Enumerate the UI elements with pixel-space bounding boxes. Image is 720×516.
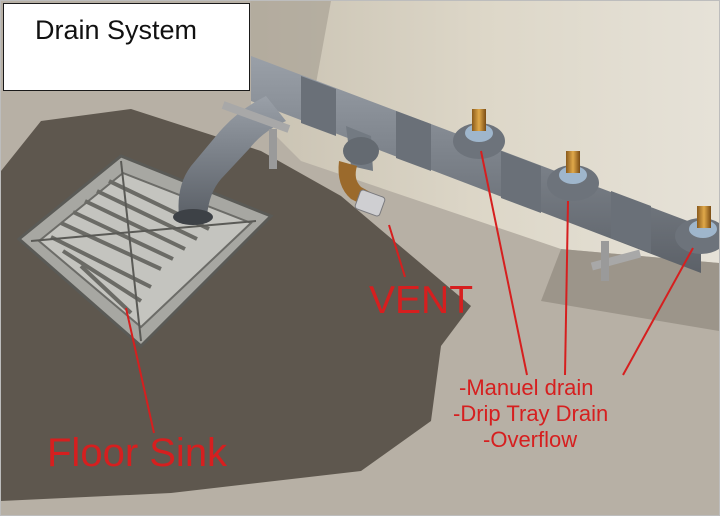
floor-sink-label: Floor Sink [47,431,228,475]
vent-arrow [388,224,406,278]
annotation-lines [125,150,694,434]
drip-tray-drain-label: -Drip Tray Drain [453,401,609,426]
floor-sink-arrow [125,307,155,434]
vent-label: VENT [369,279,474,322]
manuel-drain-arrow [480,150,528,376]
drain-labels: -Manuel drain -Drip Tray Drain -Overflow [453,375,614,455]
overflow-arrow [622,247,694,376]
title-box: Drain System [3,3,250,91]
drip-tray-drain-arrow [564,200,569,376]
overflow-label: -Overflow [483,427,578,452]
drain-pipe [173,56,719,281]
page-title: Drain System [35,15,198,45]
manuel-drain-label: -Manuel drain [459,375,594,400]
